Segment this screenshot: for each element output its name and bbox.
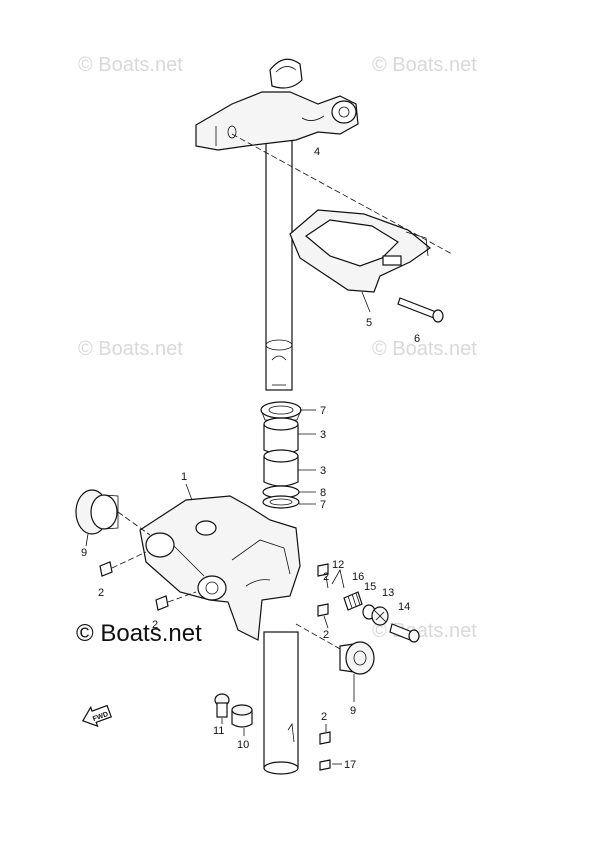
- callout-6: 6: [414, 333, 420, 345]
- callout-5: 5: [366, 317, 372, 329]
- grease-nipple-2c: [317, 603, 329, 617]
- screw-17: [319, 759, 331, 771]
- knob-13: [371, 606, 389, 626]
- callout-13: 13: [382, 587, 394, 599]
- callout-11: 11: [213, 725, 224, 737]
- watermark-mid-left: © Boats.net: [78, 338, 183, 360]
- watermark-mid-right: © Boats.net: [372, 338, 477, 360]
- bolt-11: [214, 693, 230, 718]
- leader-9b-dash: [295, 623, 343, 651]
- leader-2b-dash: [167, 591, 197, 603]
- callout-16: 16: [352, 571, 364, 583]
- callout-15: 15: [364, 581, 376, 593]
- callout-2c: 2: [323, 629, 329, 641]
- bushing-9-right: [339, 641, 375, 675]
- leader-1: [185, 483, 193, 501]
- plate-5: [289, 209, 431, 293]
- callout-2d: 2: [323, 571, 329, 583]
- watermark-main: © Boats.net: [76, 620, 202, 647]
- bushing-7-bottom: [262, 495, 300, 509]
- pin-lower: [287, 722, 295, 743]
- callout-7-top: 7: [320, 405, 326, 417]
- callout-7-bottom: 7: [320, 499, 326, 511]
- swivel-bracket-1: [139, 495, 301, 641]
- callout-3-upper: 3: [320, 429, 326, 441]
- swivel-tube: [263, 631, 299, 775]
- callout-12: 12: [332, 559, 344, 571]
- bushing-3-lower: [263, 449, 299, 487]
- grease-nipple-2d: [317, 563, 329, 577]
- callout-3-lower: 3: [320, 465, 326, 477]
- callout-8: 8: [320, 487, 326, 499]
- callout-10: 10: [237, 739, 249, 751]
- grease-nipple-2a: [99, 561, 113, 577]
- bushing-9-left: [75, 489, 119, 535]
- leader-2d: [325, 575, 329, 589]
- bolt-14: [389, 623, 420, 643]
- pin-12: [331, 568, 345, 589]
- watermark-lower-right: © Boats.net: [372, 620, 477, 642]
- callout-1: 1: [181, 471, 187, 483]
- watermark-top-right: © Boats.net: [372, 54, 477, 76]
- bushing-3-upper: [263, 417, 299, 455]
- leader-2a-dash: [111, 551, 147, 569]
- steering-shaft: [265, 109, 293, 391]
- callout-9-left: 9: [81, 547, 87, 559]
- leader-4: [231, 133, 453, 255]
- callout-4: 4: [314, 146, 320, 158]
- watermark-top-left: © Boats.net: [78, 54, 183, 76]
- bolt-6: [397, 297, 444, 323]
- leader-5: [361, 291, 371, 313]
- steering-bracket-4: [195, 58, 359, 151]
- leader-9a-dash: [117, 511, 151, 536]
- grease-nipple-2b: [155, 595, 169, 611]
- callout-2a: 2: [98, 587, 104, 599]
- fwd-arrow-icon: FWD: [81, 704, 112, 728]
- leader-2c: [323, 615, 329, 629]
- callout-14: 14: [398, 601, 410, 613]
- callout-2b: 2: [152, 619, 158, 631]
- spring-16: [343, 591, 363, 611]
- bushing-7-top: [260, 401, 302, 421]
- callout-2e: 2: [321, 711, 327, 723]
- leader-9a: [85, 533, 89, 547]
- callout-9-right: 9: [350, 705, 356, 717]
- collar-10: [231, 704, 253, 728]
- grease-nipple-2e: [319, 731, 331, 745]
- callout-17: 17: [344, 759, 356, 771]
